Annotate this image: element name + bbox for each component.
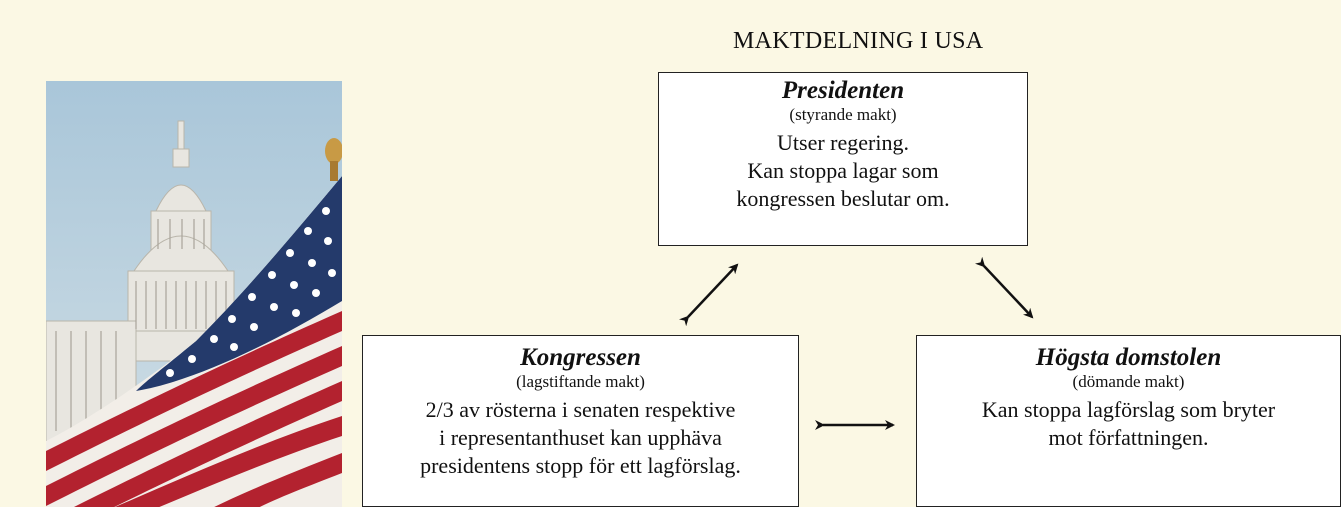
court-description: Kan stoppa lagförslag som bryter mot för… [917, 396, 1340, 452]
congress-line: 2/3 av rösterna i senaten respektive [425, 397, 736, 422]
congress-name: Kongressen [520, 344, 641, 371]
congress-line: i representanthuset kan upphäva [439, 425, 722, 450]
supreme-court-box: Högsta domstolen (dömande makt) Kan stop… [916, 335, 1341, 507]
president-role: (styrande makt) [789, 105, 897, 124]
diagram-title: MAKTDELNING I USA [733, 28, 984, 54]
president-line: Utser regering. [777, 130, 909, 155]
bottom-margin [0, 507, 1341, 519]
double-arrow-president-court [974, 256, 1034, 319]
congress-role: (lagstiftande makt) [516, 372, 645, 391]
president-line: kongressen beslutar om. [736, 186, 950, 211]
court-line: Kan stoppa lagförslag som bryter [981, 397, 1276, 422]
president-description: Utser regering. Kan stoppa lagar som kon… [659, 129, 1027, 213]
president-name: Presidenten [781, 77, 905, 104]
double-arrow-president-congress [678, 263, 739, 327]
capitol-flag-photo [46, 81, 342, 511]
president-line: Kan stoppa lagar som [747, 158, 939, 183]
court-line: mot författningen. [1048, 425, 1209, 450]
congress-line: presidentens stopp för ett lagförslag. [420, 453, 741, 478]
court-name: Högsta domstolen [1035, 344, 1222, 371]
court-role: (dömande makt) [1072, 372, 1185, 391]
congress-description: 2/3 av rösterna i senaten respektive i r… [363, 396, 798, 480]
president-box: Presidenten (styrande makt) Utser regeri… [658, 72, 1028, 246]
congress-box: Kongressen (lagstiftande makt) 2/3 av rö… [362, 335, 799, 507]
